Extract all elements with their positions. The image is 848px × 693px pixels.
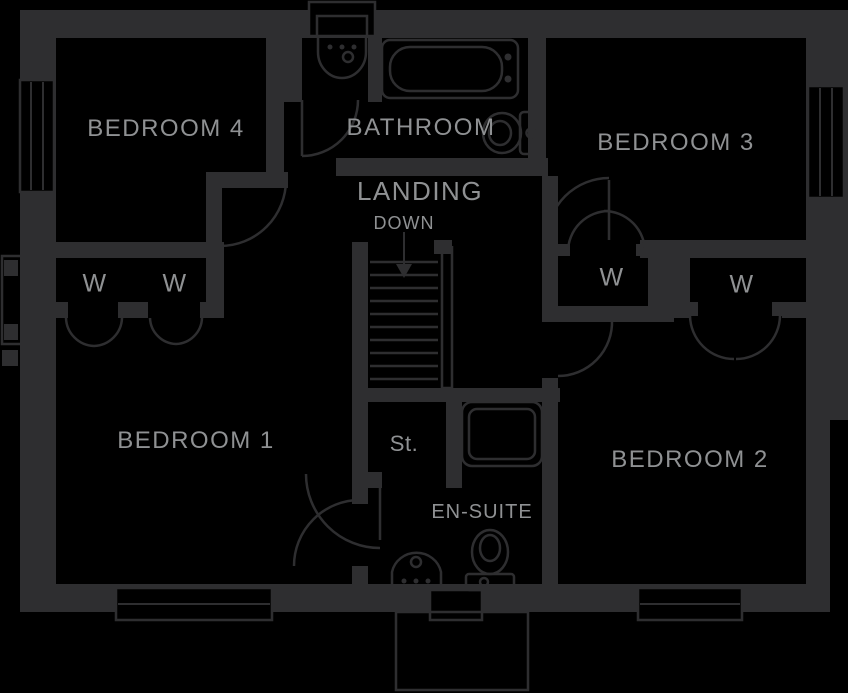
door-swing-icon <box>219 99 614 567</box>
washbasin-icon <box>316 38 368 80</box>
toilet-icon <box>481 110 546 156</box>
stairs-down-label: DOWN <box>373 213 435 233</box>
room-label-store: St. <box>389 431 419 456</box>
wardrobe-label-bed3: W <box>599 263 625 292</box>
porch-icon <box>394 610 530 692</box>
ensuite-toilet-icon <box>464 528 516 592</box>
room-label-bedroom1: BEDROOM 1 <box>117 427 275 454</box>
down-arrow-icon <box>396 232 412 278</box>
wardrobe-doors-icon <box>64 209 782 361</box>
staircase-icon <box>370 246 454 390</box>
room-label-landing: LANDING <box>356 176 484 206</box>
wardrobe-label-bed2: W <box>729 270 755 299</box>
bathtub-icon <box>380 38 520 100</box>
room-label-bedroom3: BEDROOM 3 <box>597 129 755 156</box>
room-label-bedroom2: BEDROOM 2 <box>611 446 769 473</box>
shower-icon <box>460 400 544 468</box>
wardrobe-label-bed4-left: W <box>82 269 108 298</box>
room-label-bathroom: BATHROOM <box>346 114 496 141</box>
wardrobe-label-bed4-right: W <box>162 269 188 298</box>
room-label-ensuite: EN-SUITE <box>431 501 533 523</box>
room-label-bedroom4: BEDROOM 4 <box>87 115 245 142</box>
interior-walls <box>2 38 848 592</box>
ensuite-washbasin-icon <box>390 551 443 590</box>
window-icon <box>18 0 846 622</box>
chimney-icon <box>0 254 24 346</box>
